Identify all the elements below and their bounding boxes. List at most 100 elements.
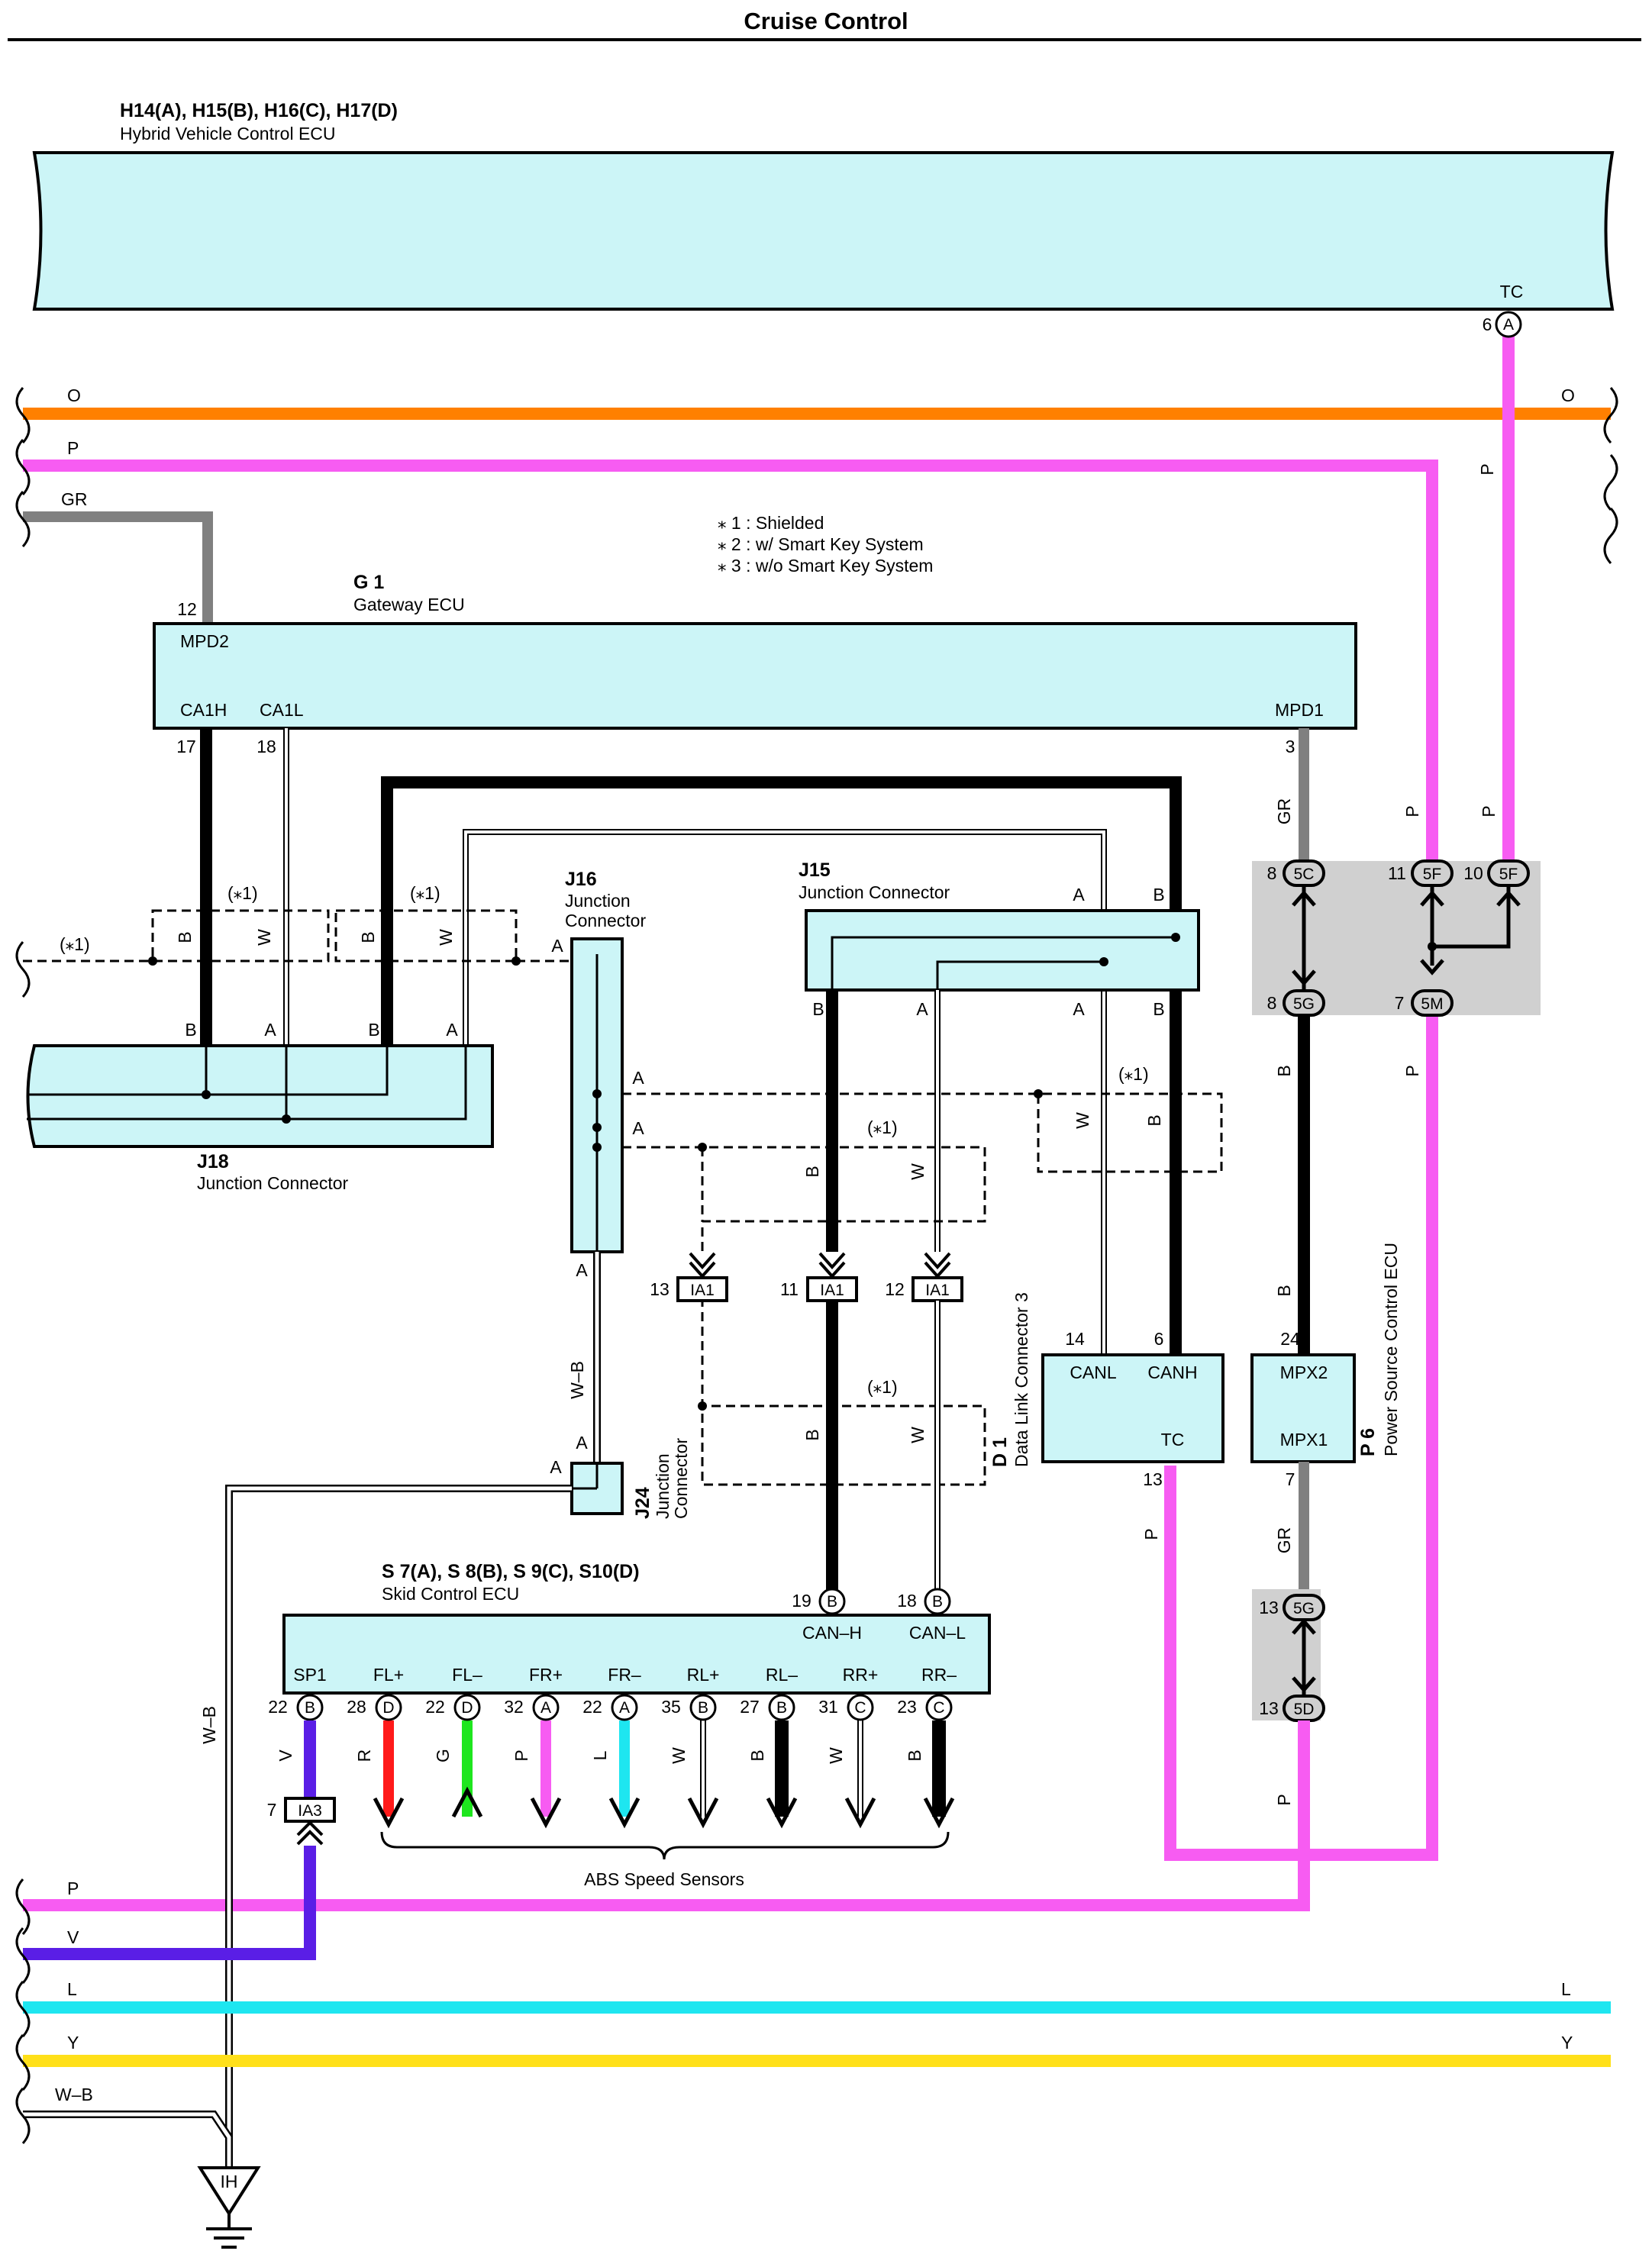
pin-1-arrow (373, 1797, 405, 1829)
pin-3-name: FR+ (529, 1665, 563, 1685)
connector-5c: 5C 8 (1267, 859, 1325, 887)
p-label-5f-b: P (1479, 805, 1499, 817)
shield-dot-3 (1034, 1089, 1043, 1098)
svg-text:11: 11 (780, 1279, 799, 1299)
j16-pin-a-bottom: A (576, 1260, 588, 1280)
tc-connector-letter: A (1503, 316, 1514, 334)
bus-y-label-left: Y (67, 2033, 79, 2053)
svg-text:10: 10 (1463, 863, 1483, 883)
pin-2-conn-letter: D (461, 1699, 473, 1717)
j16-wb-label: W–B (567, 1361, 587, 1399)
pin-8-connector (925, 1694, 953, 1721)
bus-y-label-right: Y (1561, 2033, 1573, 2053)
gateway-mpd1: MPD1 (1275, 700, 1324, 720)
svg-text:5C: 5C (1294, 866, 1315, 883)
shield-w-2: W (436, 929, 456, 946)
pin-4-no: 22 (582, 1697, 602, 1717)
j18-box (26, 1044, 494, 1148)
gateway-ecu-name: Gateway ECU (353, 595, 465, 614)
svg-text:7: 7 (267, 1800, 277, 1820)
j18-internal-wiring (27, 1046, 467, 1121)
ia1-b-label: B (802, 1429, 822, 1440)
svg-text:13: 13 (650, 1279, 670, 1299)
bus-gr-line (23, 511, 213, 624)
gateway-ca1l-pin: 18 (257, 737, 276, 756)
bus-l-label-right: L (1561, 1979, 1571, 1999)
pin-4-connector (611, 1694, 638, 1721)
svg-text:B: B (932, 1593, 943, 1611)
pin-1-wire-color: R (354, 1749, 374, 1762)
j16-dot-2 (592, 1123, 602, 1132)
pin-1-no: 28 (347, 1697, 366, 1717)
j18-code: J18 (197, 1151, 229, 1172)
j16-dot-1 (592, 1089, 602, 1098)
skid-canl-connector: B 18 (897, 1588, 951, 1615)
connector-5m: 5M 7 (1395, 989, 1454, 1017)
pin-8-wire-color: B (905, 1749, 924, 1761)
5f-5m-link (1430, 885, 1511, 966)
gateway-ecu-box (153, 622, 1357, 730)
power-ecu-name: Power Source Control ECU (1381, 1243, 1401, 1456)
mpx2-b-label-2: B (1274, 1285, 1294, 1296)
shield-label-5: (⁎1) (867, 1377, 898, 1397)
skid-sensor-pins: SP1B22VFL+D28RFL–D22GFR+A32PFR–A22LRL+B3… (268, 1665, 957, 1829)
mpx2-b-label-1: B (1274, 1065, 1294, 1076)
pin-3-conn-letter: A (540, 1699, 551, 1717)
pin-5-name: RL+ (687, 1665, 720, 1685)
pin-2-connector (453, 1694, 481, 1721)
5d-pink-wire (23, 1720, 1310, 1911)
j15-name: Junction Connector (799, 882, 950, 902)
pin-6-arrow (766, 1797, 798, 1829)
dlc3-name: Data Link Connector 3 (1012, 1292, 1031, 1467)
abs-sensors-label: ABS Speed Sensors (584, 1869, 744, 1889)
j18-dot-1 (202, 1090, 211, 1099)
pin-3-connector (532, 1694, 560, 1721)
hybrid-ecu-name: Hybrid Vehicle Control ECU (120, 124, 336, 144)
pin-3-arrow (530, 1797, 562, 1829)
bus-pink-top-line (23, 460, 1438, 1861)
skid-canh-label: CAN–H (802, 1623, 862, 1643)
connector-5d: 5D 13 (1259, 1695, 1325, 1722)
bus-wb-label: W–B (55, 2085, 93, 2104)
svg-text:8: 8 (1267, 993, 1277, 1013)
pin-8-conn-letter: C (933, 1699, 944, 1717)
pin-2-name: FL– (452, 1665, 482, 1685)
connector-ia1-12: IA1 12 (885, 1252, 963, 1302)
pin-5-wire-color: W (669, 1747, 689, 1764)
j18-dot-2 (282, 1114, 291, 1124)
hybrid-ecu-code: H14(A), H15(B), H16(C), H17(D) (120, 100, 398, 121)
shield-w-3: W (1073, 1112, 1092, 1129)
dlc3-canl-pin: 14 (1065, 1329, 1085, 1349)
pin-2-no: 22 (425, 1697, 445, 1717)
shield-label-1: (⁎1) (227, 883, 258, 903)
pin-7-no: 31 (818, 1697, 838, 1717)
dlc3-canl: CANL (1070, 1362, 1117, 1382)
pin-2-arrow (451, 1786, 483, 1818)
shield-label-left: (⁎1) (60, 934, 90, 954)
svg-text:8: 8 (1267, 863, 1277, 883)
skid-ecu-box (282, 1614, 991, 1695)
j24-pin-a-left: A (550, 1457, 562, 1477)
pin-6-name: RL– (766, 1665, 798, 1685)
svg-text:B: B (827, 1593, 837, 1611)
j15-internal-wiring (831, 936, 1176, 990)
j24-code: J24 (632, 1487, 653, 1519)
skid-canh-connector: B 19 (792, 1588, 846, 1615)
bus-wb-line (23, 2111, 233, 2168)
bus-l-label-left: L (67, 1979, 77, 1999)
pin-4-arrow (608, 1797, 640, 1829)
gateway-ca1h: CA1H (180, 700, 227, 720)
dlc3-tc: TC (1161, 1430, 1185, 1450)
j15-pin-a-bottom: A (1073, 999, 1085, 1019)
svg-text:5G: 5G (1293, 1600, 1315, 1617)
pin-3-wire-color: P (511, 1749, 531, 1761)
bus-p-bottom-label: P (67, 1878, 79, 1898)
pin-1-conn-letter: D (382, 1699, 394, 1717)
pin-8-no: 23 (897, 1697, 917, 1717)
svg-text:18: 18 (897, 1591, 917, 1611)
j16-pin-a-right-2: A (632, 1118, 644, 1138)
